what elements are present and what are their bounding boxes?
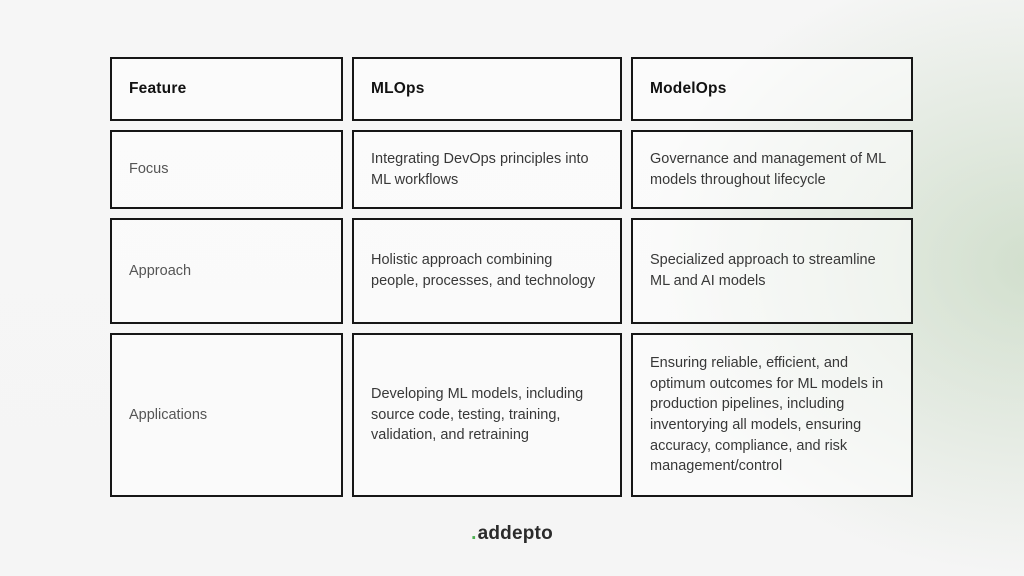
logo-wordmark: addepto — [477, 523, 553, 544]
row-focus-mlops-cell: Integrating DevOps principles into ML wo… — [352, 130, 622, 209]
row-applications-feature-cell: Applications — [110, 333, 343, 497]
row-approach-modelops-cell: Specialized approach to streamline ML an… — [631, 218, 913, 324]
row-applications-mlops-cell: Developing ML models, including source c… — [352, 333, 622, 497]
cell-text: Integrating DevOps principles into ML wo… — [371, 150, 589, 188]
row-focus-feature-cell: Focus — [110, 130, 343, 209]
header-cell-modelops: ModelOps — [631, 57, 913, 121]
cell-text: Specialized approach to streamline ML an… — [650, 252, 876, 289]
cell-text: Focus — [129, 161, 169, 178]
row-focus-modelops-cell: Governance and management of ML models t… — [631, 130, 913, 209]
cell-text: Holistic approach combining people, proc… — [371, 252, 596, 289]
header-cell-feature: Feature — [110, 57, 343, 121]
header-label: ModelOps — [650, 79, 727, 97]
row-approach-feature-cell: Approach — [110, 218, 343, 324]
cell-text: Applications — [129, 406, 208, 423]
addepto-logo: .addepto — [0, 523, 1024, 545]
logo-dot-icon: . — [471, 523, 477, 544]
cell-text: Developing ML models, including source c… — [371, 385, 584, 444]
cell-text: Approach — [129, 262, 192, 279]
row-applications-modelops-cell: Ensuring reliable, efficient, and optimu… — [631, 333, 913, 497]
row-approach-mlops-cell: Holistic approach combining people, proc… — [352, 218, 622, 324]
cell-text: Ensuring reliable, efficient, and optimu… — [650, 354, 884, 475]
header-cell-mlops: MLOps — [352, 57, 622, 121]
header-label: MLOps — [371, 79, 425, 97]
header-label: Feature — [129, 79, 187, 97]
cell-text: Governance and management of ML models t… — [650, 150, 886, 188]
comparison-table: Feature MLOps ModelOps Focus Integrating… — [110, 57, 913, 497]
